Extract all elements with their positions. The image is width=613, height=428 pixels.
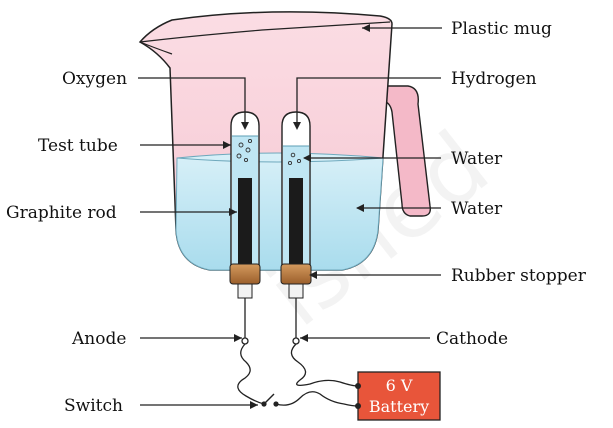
label-oxygen: Oxygen <box>62 69 127 89</box>
label-hydrogen: Hydrogen <box>451 69 537 89</box>
mug-rim <box>139 21 391 43</box>
rubber-stopper-left <box>229 263 261 285</box>
terminal-right <box>288 283 304 299</box>
mug-spout <box>139 41 173 55</box>
label-plastic-mug: Plastic mug <box>451 19 552 39</box>
mug-handle <box>369 85 432 217</box>
label-switch: Switch <box>64 396 123 416</box>
graphite-rod-cathode <box>289 178 303 264</box>
cathode-node <box>292 337 300 345</box>
label-graphite-rod: Graphite rod <box>6 203 117 223</box>
graphite-rod-anode <box>238 178 252 264</box>
label-rubber-stopper: Rubber stopper <box>451 266 587 286</box>
rubber-stopper-right <box>280 263 312 285</box>
leader-lines <box>138 27 442 406</box>
battery-voltage: 6 V <box>386 376 413 395</box>
battery-name: Battery <box>369 397 429 416</box>
circuit-wires <box>237 298 359 407</box>
terminal-left <box>237 283 253 299</box>
label-test-tube: Test tube <box>38 136 118 156</box>
arrow-heads <box>223 24 370 409</box>
switch-symbol <box>261 393 279 407</box>
label-anode: Anode <box>71 329 126 349</box>
label-cathode: Cathode <box>436 329 508 349</box>
anode-node <box>241 337 249 345</box>
label-water-tube: Water <box>451 149 503 169</box>
battery: 6 V Battery <box>355 371 441 421</box>
water-surface <box>176 157 384 163</box>
label-water-mug: Water <box>451 199 503 219</box>
